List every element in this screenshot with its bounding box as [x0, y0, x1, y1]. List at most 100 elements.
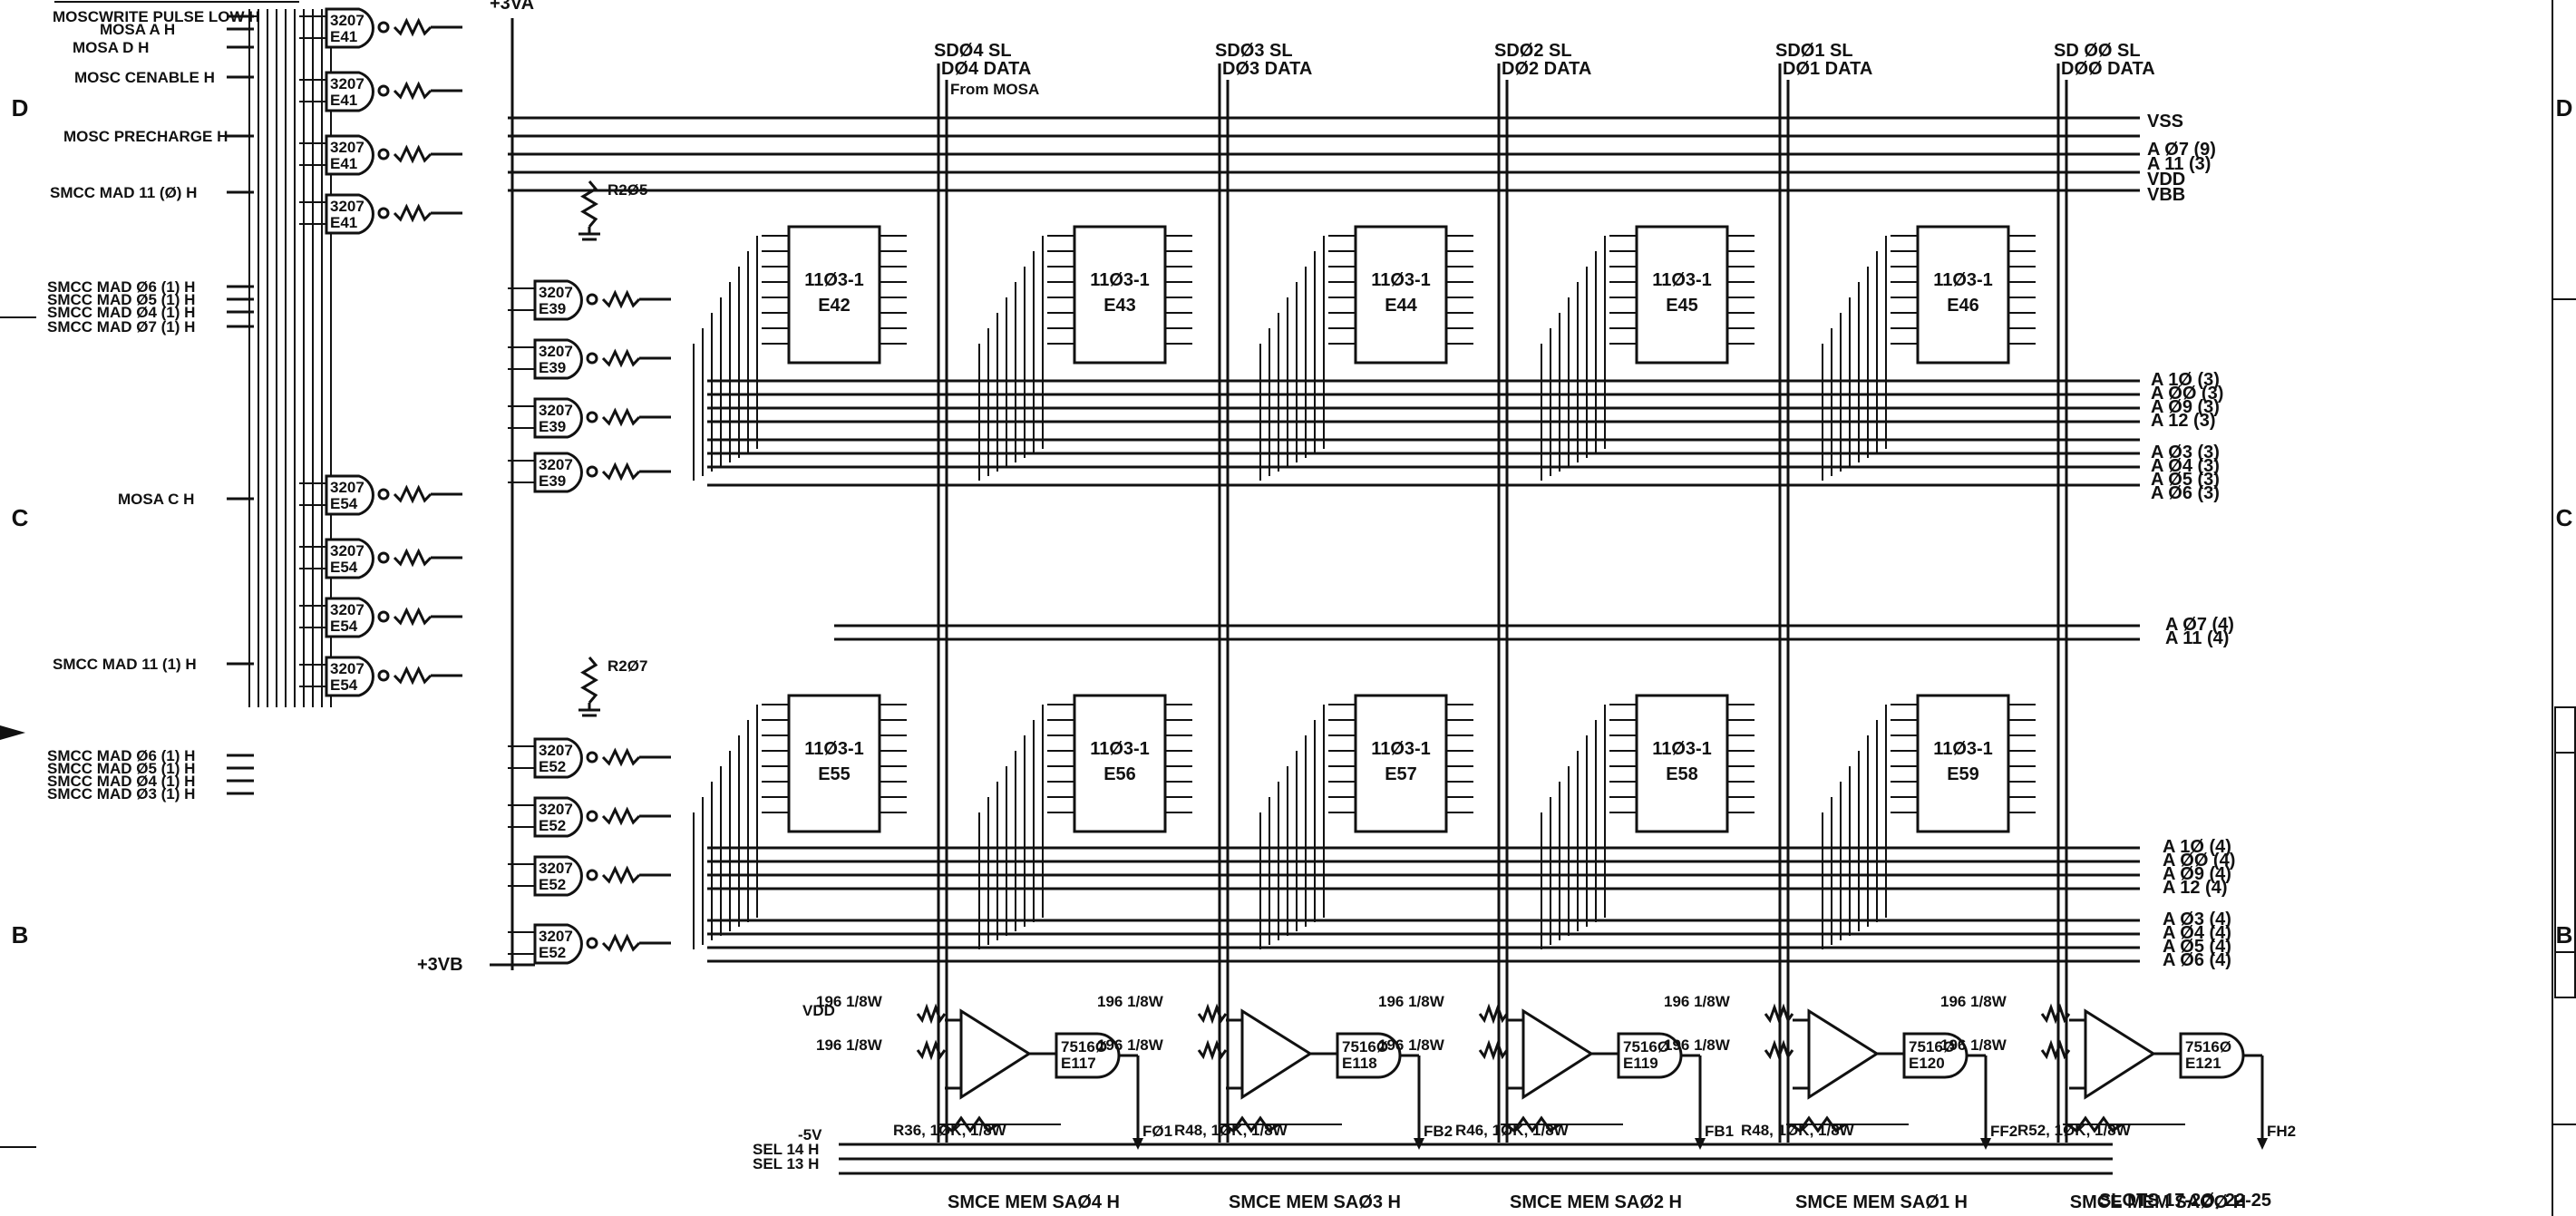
memory-chip: [1916, 225, 2010, 365]
right-signal-label: A Ø5 (3): [2151, 470, 2220, 490]
buffer-ref: E52: [539, 817, 566, 834]
signal-label: MOSA D H: [73, 39, 149, 56]
bias-resistor-label: 196 1/8W: [1664, 1036, 1731, 1054]
gate-type: 7516Ø: [1342, 1038, 1388, 1055]
inverter-bubble: [586, 937, 598, 949]
memory-chip: [1635, 225, 1729, 365]
signal-label: SMCC MAD Ø7 (1) H: [47, 318, 195, 336]
resistor: [393, 666, 433, 686]
sd-sl-label: SD ØØ SL: [2054, 41, 2141, 61]
buffer-gate: [325, 193, 374, 235]
output-gate: [1617, 1032, 1683, 1079]
power-label: VDD: [802, 1002, 835, 1019]
gate-type: 7516Ø: [1909, 1038, 1955, 1055]
inverter-bubble: [377, 551, 390, 564]
signal-label: SMCC MAD 11 (1) H: [53, 656, 197, 673]
signal-label: SMCC MAD Ø5 (1) H: [47, 291, 195, 308]
slots-note: SLOTS 17-2Ø, 22-25: [2099, 1191, 2271, 1211]
bias-resistor-label: 196 1/8W: [1940, 1036, 2007, 1054]
output-gate: [1902, 1032, 1968, 1079]
feedback-resistor-label: R46, 1ØK, 1/8W: [1455, 1122, 1570, 1139]
sense-amplifier: [959, 1008, 1032, 1100]
buffer-type: 3207: [539, 742, 573, 759]
memory-chip-type: 11Ø3-1: [1933, 270, 1993, 290]
signal-label: SMCC MAD Ø3 (1) H: [47, 785, 195, 803]
resistor: [393, 203, 433, 223]
right-signal-label: VDD: [2147, 170, 2185, 190]
right-signal-label: A Ø4 (3): [2151, 456, 2220, 476]
inverter-bubble: [586, 293, 598, 306]
resistor: [393, 81, 433, 101]
buffer-type: 3207: [330, 139, 365, 156]
signal-label: SMCC MAD Ø6 (1) H: [47, 278, 195, 296]
right-signal-label: A ØØ (3): [2151, 384, 2223, 404]
memory-chip: [1635, 694, 1729, 833]
gate-ref: E120: [1909, 1055, 1945, 1072]
right-signal-label: A 12 (3): [2151, 411, 2216, 431]
resistor: [942, 1115, 998, 1133]
inverter-bubble: [586, 810, 598, 822]
right-signal-label: A Ø9 (4): [2163, 864, 2231, 884]
inverter-bubble: [377, 21, 390, 34]
resistor: [393, 607, 433, 627]
buffer-gate: [533, 796, 583, 838]
resistor: [601, 289, 641, 309]
resistor: [580, 180, 598, 228]
resistor: [580, 657, 598, 704]
right-signal-label: A ØØ (4): [2163, 851, 2235, 871]
buffer-ref: E54: [330, 495, 358, 512]
buffer-ref: E41: [330, 92, 357, 109]
bias-resistor-label: 196 1/8W: [1378, 1036, 1445, 1054]
sense-amplifier: [1807, 1008, 1880, 1100]
buffer-type: 3207: [539, 284, 573, 301]
output-signal-label: SMCE MEM SAØØ H: [2070, 1192, 2246, 1212]
memory-chip: [1354, 694, 1448, 833]
sd-note: From MOSA: [950, 81, 1039, 98]
resistor: [2040, 1039, 2071, 1061]
resistor: [1764, 1003, 1794, 1025]
sense-amplifier: [2084, 1008, 2156, 1100]
memory-chip-type: 11Ø3-1: [1090, 739, 1150, 759]
signal-label: SMCC MAD Ø4 (1) H: [47, 773, 195, 790]
zone-letter: B: [2556, 921, 2573, 948]
resistor-label: R2Ø5: [608, 181, 647, 199]
zone-letter: D: [12, 94, 29, 122]
inverter-bubble: [377, 84, 390, 97]
memory-chip-type: 11Ø3-1: [804, 739, 864, 759]
sd-data-label: DØ1 DATA: [1783, 59, 1872, 79]
buffer-type: 3207: [330, 601, 365, 618]
sense-amplifier: [1240, 1008, 1313, 1100]
feedback-label: FH2: [2267, 1123, 2296, 1140]
buffer-gate: [533, 923, 583, 965]
bias-resistor-label: 196 1/8W: [1940, 993, 2007, 1010]
resistor: [393, 484, 433, 504]
memory-chip-ref: E43: [1103, 296, 1136, 316]
gate-ref: E121: [2185, 1055, 2221, 1072]
buffer-type: 3207: [539, 456, 573, 473]
bias-resistor-label: 196 1/8W: [1097, 993, 1164, 1010]
inverter-bubble: [586, 352, 598, 365]
memory-chip-type: 11Ø3-1: [1652, 739, 1712, 759]
buffer-gate: [325, 7, 374, 49]
right-signal-label: VBB: [2147, 185, 2185, 205]
resistor: [601, 407, 641, 427]
inverter-bubble: [377, 488, 390, 501]
memory-chip-type: 11Ø3-1: [804, 270, 864, 290]
sd-data-label: DØØ DATA: [2061, 59, 2155, 79]
right-signal-label: A 11 (3): [2147, 154, 2211, 174]
buffer-ref: E41: [330, 214, 357, 231]
resistor: [393, 144, 433, 164]
power-rail-label: +3VB: [417, 955, 463, 975]
power-label: SEL 14 H: [753, 1141, 819, 1158]
resistor: [1223, 1115, 1279, 1133]
buffer-type: 3207: [330, 479, 365, 496]
signal-label: SMCC MAD Ø6 (1) H: [47, 747, 195, 764]
signal-label: SMCC MAD Ø4 (1) H: [47, 304, 195, 321]
memory-chip-ref: E42: [818, 296, 851, 316]
right-signal-label: A Ø7 (4): [2165, 615, 2234, 635]
zone-letter: C: [2556, 504, 2573, 531]
buffer-gate: [325, 538, 374, 579]
buffer-ref: E52: [539, 758, 566, 775]
feedback-resistor-label: R48, 1ØK, 1/8W: [1174, 1122, 1288, 1139]
